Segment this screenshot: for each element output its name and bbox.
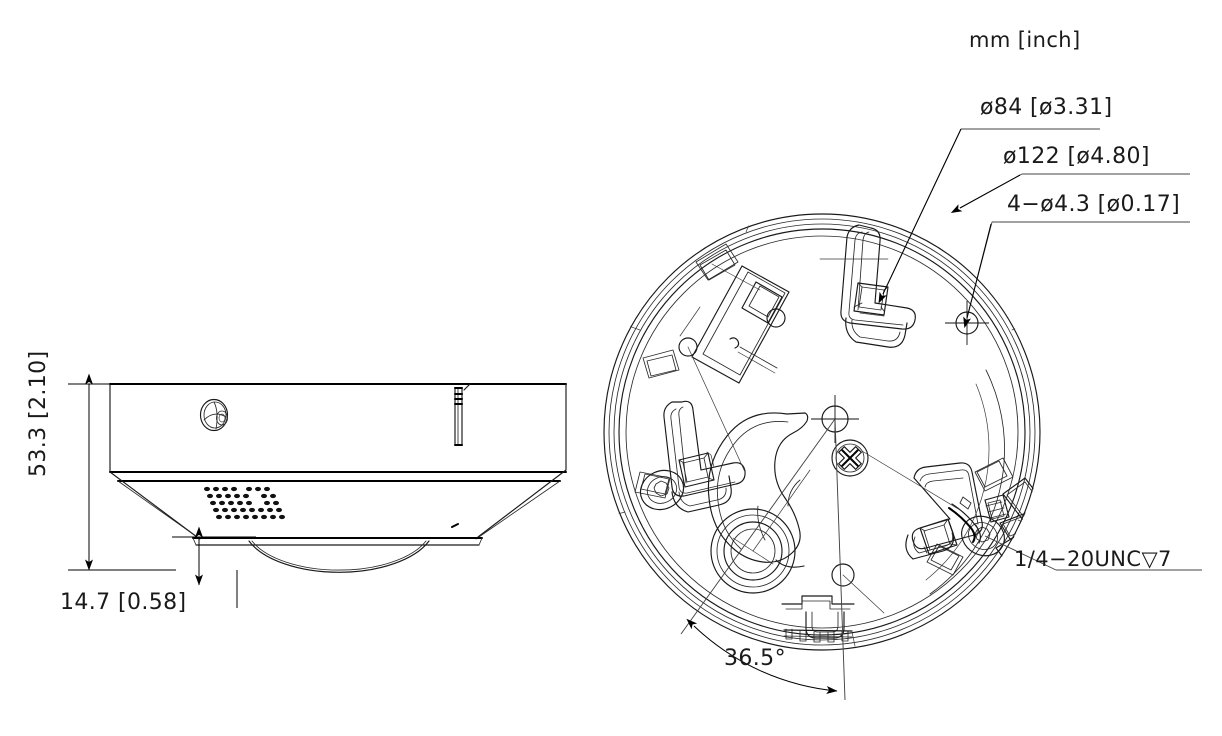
leader-diameter-84 <box>878 128 1100 304</box>
mounting-clip-top <box>840 224 916 348</box>
side-small-mark <box>451 523 459 528</box>
lens-bubble-icon <box>199 398 229 432</box>
side-elevation-view <box>68 373 567 608</box>
mounting-clip-left <box>663 400 746 513</box>
speaker-grille <box>204 486 285 520</box>
dimension-label-dome-height: 14.7 [0.58] <box>60 590 187 615</box>
housing-outer-rings <box>603 213 1041 651</box>
center-hole-lower <box>831 563 855 587</box>
mounting-clip-bottom-right <box>905 462 983 560</box>
units-note: mm [inch] <box>969 28 1081 52</box>
housing-ring-details <box>609 217 1041 647</box>
center-hole-upper-small <box>678 337 698 357</box>
center-module <box>691 265 790 384</box>
dimension-angle <box>680 418 846 701</box>
bottom-plan-view <box>603 128 1202 701</box>
dimension-label-thread-spec: 1/4−20UNC▽7 <box>1014 547 1172 571</box>
dimension-label-mounting-holes: 4−ø4.3 [ø0.17] <box>1007 192 1180 217</box>
side-slot <box>454 383 471 446</box>
cross-screw <box>831 439 869 477</box>
leader-mounting-holes <box>963 221 1190 329</box>
side-body-outline <box>109 383 567 540</box>
dimension-dome-height <box>172 526 256 608</box>
dimension-label-height-overall: 53.3 [2.10] <box>26 350 51 477</box>
dimension-label-outer-diameter: ø122 [ø4.80] <box>1003 144 1150 169</box>
side-bottom-plate <box>192 537 483 546</box>
cable-guide-outline <box>707 412 809 568</box>
dimension-label-diameter-84: ø84 [ø3.31] <box>980 95 1112 120</box>
dimension-label-angle: 36.5° <box>724 646 786 671</box>
internal-leaders <box>679 258 961 614</box>
dome-bubble <box>248 540 430 573</box>
screw-boss-left <box>639 469 685 511</box>
leader-diameter-122 <box>950 173 1190 214</box>
dimension-height-overall <box>68 373 176 571</box>
leader-thread-spec <box>984 535 1202 571</box>
lens-barrel <box>710 508 796 594</box>
inner-shelf-arc <box>925 369 1005 595</box>
